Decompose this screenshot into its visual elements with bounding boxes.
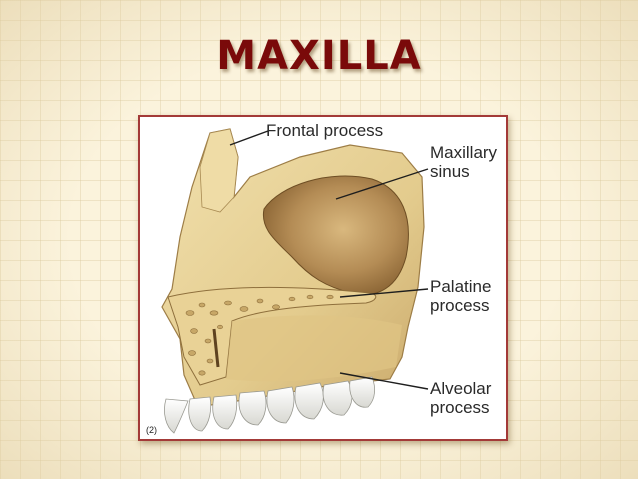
alveolar-region xyxy=(226,315,402,382)
leader-palatine-process xyxy=(339,288,429,298)
cancellous-bone-pattern xyxy=(185,294,334,376)
leader-maxillary-sinus xyxy=(335,168,429,200)
teeth xyxy=(164,376,376,434)
leader-alveolar-process xyxy=(339,372,429,390)
figure-credit: (2) xyxy=(146,425,157,435)
palatine-process-section xyxy=(167,286,377,386)
frontal-process-shape xyxy=(199,128,239,213)
leader-frontal-process xyxy=(229,130,269,146)
label-palatine-process: Palatine process xyxy=(430,277,492,315)
label-alveolar-process: Alveolar process xyxy=(430,379,492,417)
label-maxillary-sinus: Maxillary sinus xyxy=(430,143,498,181)
maxilla-figure: Frontal process Maxillary sinus Palatine… xyxy=(138,115,508,441)
canal-line xyxy=(212,328,220,368)
maxillary-sinus-cavity xyxy=(262,175,409,295)
slide-title: MAXILLA xyxy=(216,33,422,79)
label-frontal-process: Frontal process xyxy=(266,121,384,140)
maxilla-illustration xyxy=(161,128,429,434)
leader-lines xyxy=(229,130,429,390)
